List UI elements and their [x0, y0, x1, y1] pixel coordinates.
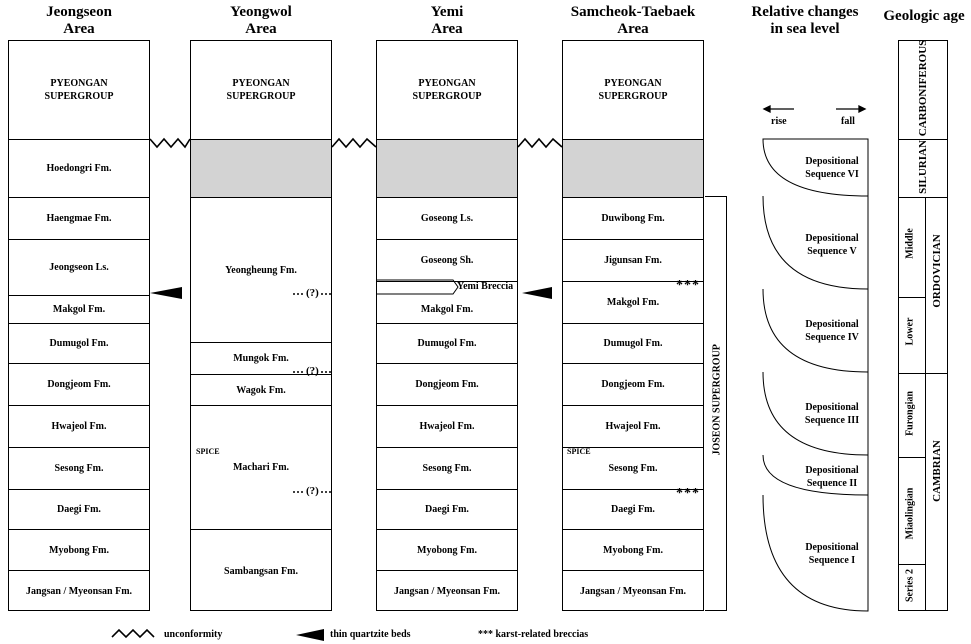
formation: Daegi Fm. [9, 489, 149, 529]
formation: Machari Fm. [191, 405, 331, 529]
formation: Jangsan / Myeonsan Fm. [9, 570, 149, 612]
silurian-label: SILURIAN [917, 140, 929, 194]
geoage-column [898, 40, 948, 611]
formation: Daegi Fm. [563, 489, 703, 529]
yemi-column: PYEONGAN SUPERGROUP Goseong Ls. Goseong … [376, 40, 518, 611]
spice-label: SPICE [196, 447, 220, 456]
formation: Hwajeol Fm. [9, 405, 149, 447]
yemi-breccia-wedge [376, 279, 459, 295]
legend-karst: *** karst-related breccias [478, 629, 589, 640]
furongian-label: Furongian [904, 391, 916, 436]
header-samcheok: Samcheok-Taebaek Area [570, 4, 696, 37]
sequence-label: Depositional Sequence III [804, 402, 860, 426]
spice-label: SPICE [567, 447, 591, 456]
formation: Mungok Fm. [191, 342, 331, 374]
formation: Goseong Sh. [377, 239, 517, 281]
quartzite-bed-icon [150, 287, 182, 299]
ordovician-label: ORDOVICIAN [931, 234, 943, 308]
unconformity-icon [149, 137, 191, 149]
formation: Dumugol Fm. [377, 323, 517, 363]
formation: Myobong Fm. [9, 529, 149, 570]
formation: Sesong Fm. [563, 447, 703, 489]
carboniferous-label: CARBONIFEROUS [917, 39, 929, 137]
karst-breccia-mark: *** [676, 278, 700, 293]
pyeongan-supergroup: PYEONGAN SUPERGROUP [226, 78, 296, 102]
formation: Makgol Fm. [9, 295, 149, 323]
header-yemi: Yemi Area [430, 4, 464, 37]
yeongwol-column: PYEONGAN SUPERGROUP Yeongheung Fm. Mungo… [190, 40, 332, 611]
lower-label: Lower [904, 317, 916, 346]
pyeongan-supergroup: PYEONGAN SUPERGROUP [412, 78, 482, 102]
formation: Jigunsan Fm. [563, 239, 703, 281]
formation: Dongjeom Fm. [377, 363, 517, 405]
header-jeongseon: Jeongseon Area [46, 4, 112, 37]
formation: Dongjeom Fm. [9, 363, 149, 405]
yemi-breccia-label: Yemi Breccia [457, 281, 514, 292]
sequence-label: Depositional Sequence VI [805, 156, 859, 180]
pyeongan-supergroup: PYEONGAN SUPERGROUP [598, 78, 668, 102]
formation: Dumugol Fm. [9, 323, 149, 363]
formation: Jangsan / Myeonsan Fm. [563, 570, 703, 612]
formation: Myobong Fm. [377, 529, 517, 570]
formation: Yeongheung Fm. [191, 197, 331, 342]
sequence-label: Depositional Sequence II [805, 465, 859, 489]
hiatus-gray [377, 139, 517, 197]
sequence-curve [762, 138, 869, 197]
formation: Jangsan / Myeonsan Fm. [377, 570, 517, 612]
formation: Sambangsan Fm. [191, 529, 331, 612]
formation: Dumugol Fm. [563, 323, 703, 363]
formation: Goseong Ls. [377, 197, 517, 239]
rise-label: rise [771, 116, 787, 127]
samcheok-column: PYEONGAN SUPERGROUP Duwibong Fm. Jigunsa… [562, 40, 704, 611]
header-geoage: Geologic age [883, 8, 965, 24]
karst-breccia-mark: *** [676, 486, 700, 501]
pyeongan-supergroup: PYEONGAN SUPERGROUP [44, 78, 114, 102]
header-yeongwol: Yeongwol Area [230, 4, 292, 37]
hiatus-gray [563, 139, 703, 197]
formation: Wagok Fm. [191, 374, 331, 405]
sequence-label: Depositional Sequence IV [805, 319, 859, 343]
sequence-curve [762, 195, 869, 290]
uncertain-mark: (?) [306, 365, 319, 377]
middle-label: Middle [904, 228, 916, 259]
formation: Hwajeol Fm. [377, 405, 517, 447]
quartzite-legend-icon [296, 629, 324, 641]
uncertain-mark: (?) [306, 287, 319, 299]
uncertain-mark: (?) [306, 485, 319, 497]
series2-label: Series 2 [904, 568, 916, 603]
miaolingian-label: Miaolingian [904, 487, 916, 540]
joseon-bracket [705, 196, 727, 611]
formation: Dongjeom Fm. [563, 363, 703, 405]
sequence-label: Depositional Sequence I [805, 542, 859, 566]
formation: Myobong Fm. [563, 529, 703, 570]
sequence-label: Depositional Sequence V [805, 233, 859, 257]
formation: Makgol Fm. [377, 281, 517, 323]
formation: Makgol Fm. [563, 281, 703, 323]
formation: Hwajeol Fm. [563, 405, 703, 447]
fall-label: fall [841, 116, 855, 127]
formation: Sesong Fm. [9, 447, 149, 489]
legend-quartzite: thin quartzite beds [330, 629, 411, 640]
jeongseon-column: PYEONGAN SUPERGROUP Hoedongri Fm. Haengm… [8, 40, 150, 611]
formation: Sesong Fm. [377, 447, 517, 489]
formation: Jeongseon Ls. [9, 239, 149, 295]
sequence-curve [762, 371, 869, 456]
unconformity-legend-icon [111, 628, 155, 639]
formation: Haengmae Fm. [9, 197, 149, 239]
quartzite-bed-icon [522, 287, 552, 299]
cambrian-label: CAMBRIAN [931, 440, 943, 502]
unconformity-icon [517, 137, 563, 149]
formation: Daegi Fm. [377, 489, 517, 529]
unconformity-icon [331, 137, 377, 149]
formation: Hoedongri Fm. [9, 139, 149, 197]
sequence-curve [762, 454, 869, 496]
legend-unconformity: unconformity [164, 629, 223, 640]
sequence-curve [762, 494, 869, 612]
sequence-curve [762, 288, 869, 373]
header-sealevel: Relative changes in sea level [751, 4, 859, 37]
hiatus-gray [191, 139, 331, 197]
formation: Duwibong Fm. [563, 197, 703, 239]
